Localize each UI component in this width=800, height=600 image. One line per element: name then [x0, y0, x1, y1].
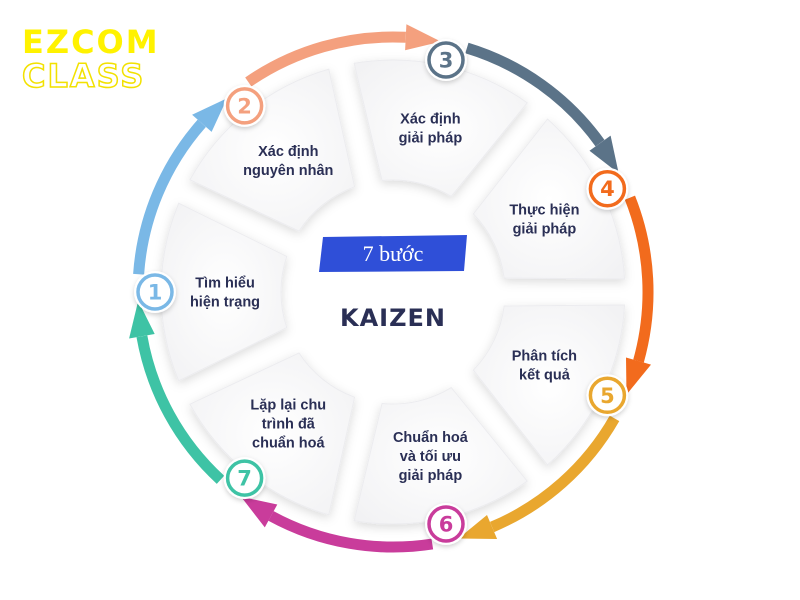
step-number: 1 — [148, 281, 163, 305]
step-label-line: trình đã — [262, 416, 316, 432]
badge-ring — [588, 376, 627, 415]
step-label-6: Chuẩn hoá và tối ưu giải pháp — [393, 430, 469, 484]
step-label-line: giải pháp — [399, 468, 463, 484]
step-label-3: Xác định giải pháp — [399, 112, 463, 147]
badge-ring — [136, 273, 174, 311]
center-badge-background — [319, 235, 467, 272]
step-label-1: Tìm hiểu hiện trạng — [190, 276, 260, 311]
step-panel-6 — [353, 387, 528, 525]
arrowhead-2 — [405, 24, 441, 51]
step-number-badge-5: 5 — [586, 374, 629, 417]
badge-ring — [225, 459, 264, 497]
step-label-4: Thực hiện giải pháp — [509, 203, 579, 238]
step-label-5: Phân tích kết quả — [512, 348, 577, 383]
arrowhead-3 — [589, 135, 619, 174]
badge-ring — [427, 505, 465, 543]
step-label-7: Lặp lại chu trình đã chuẩn hoá — [250, 397, 326, 451]
step-number-badge-6: 6 — [425, 503, 467, 545]
step-number-badge-7: 7 — [223, 457, 266, 500]
logo-line-2: CLASS — [21, 57, 146, 95]
step-number: 7 — [237, 467, 252, 491]
cycle-arrow-5 — [489, 415, 620, 533]
step-label-line: giải pháp — [399, 131, 463, 147]
step-label-line: Phân tích — [512, 348, 577, 364]
step-label-line: giải pháp — [513, 222, 577, 238]
step-number: 5 — [600, 384, 615, 408]
badge-ring — [588, 169, 627, 208]
step-panel-1 — [160, 202, 288, 382]
badge-ring — [427, 41, 465, 79]
step-label-line: Tìm hiểu — [195, 276, 255, 292]
center-title: KAIZEN — [340, 304, 446, 332]
step-number: 4 — [600, 177, 615, 201]
step-number: 6 — [439, 513, 454, 537]
badge-ring — [225, 87, 264, 125]
step-panel-7 — [189, 352, 356, 516]
cycle-arrows — [129, 24, 654, 553]
cycle-arrow-3 — [465, 42, 605, 147]
step-label-line: Thực hiện — [509, 203, 579, 219]
step-number: 3 — [439, 49, 454, 73]
step-label-line: Lặp lại chu — [250, 397, 326, 413]
step-label-line: nguyên nhân — [243, 163, 333, 179]
step-number-badge-4: 4 — [586, 167, 629, 210]
step-label-line: Xác định — [258, 144, 318, 160]
step-number-badge-3: 3 — [425, 39, 467, 81]
arrowhead-4 — [626, 357, 651, 395]
step-label-line: Chuẩn hoá — [393, 430, 469, 446]
step-panel-2 — [189, 68, 356, 232]
step-label-line: Xác định — [400, 112, 460, 128]
step-label-line: hiện trạng — [190, 295, 260, 311]
step-panel-4 — [472, 118, 626, 280]
logo: EZCOM CLASS — [21, 23, 160, 95]
step-panel-5 — [472, 304, 626, 466]
arrowhead-7 — [129, 300, 155, 339]
logo-line-1: EZCOM — [22, 23, 160, 61]
arrowhead-5 — [458, 515, 498, 539]
step-label-2: Xác định nguyên nhân — [243, 144, 333, 179]
center-badge: 7 bước — [363, 241, 424, 266]
step-label-line: chuẩn hoá — [252, 435, 325, 451]
arrowhead-1 — [192, 98, 228, 132]
cycle-arrow-6 — [268, 511, 434, 553]
step-label-line: và tối ưu — [400, 449, 461, 465]
step-number: 2 — [237, 94, 252, 118]
cycle-arrow-4 — [624, 195, 654, 363]
step-number-badge-2: 2 — [223, 84, 266, 127]
cycle-arrow-2 — [245, 31, 406, 87]
cycle-arrow-1 — [133, 119, 206, 275]
step-number-badges: 1 2 3 4 5 6 7 — [134, 39, 629, 545]
cycle-arrow-7 — [136, 335, 225, 484]
arrowhead-6 — [241, 496, 278, 528]
step-number-badge-1: 1 — [134, 271, 176, 313]
step-label-line: kết quả — [519, 367, 571, 383]
step-panels — [160, 59, 626, 525]
step-panel-3 — [353, 59, 528, 197]
